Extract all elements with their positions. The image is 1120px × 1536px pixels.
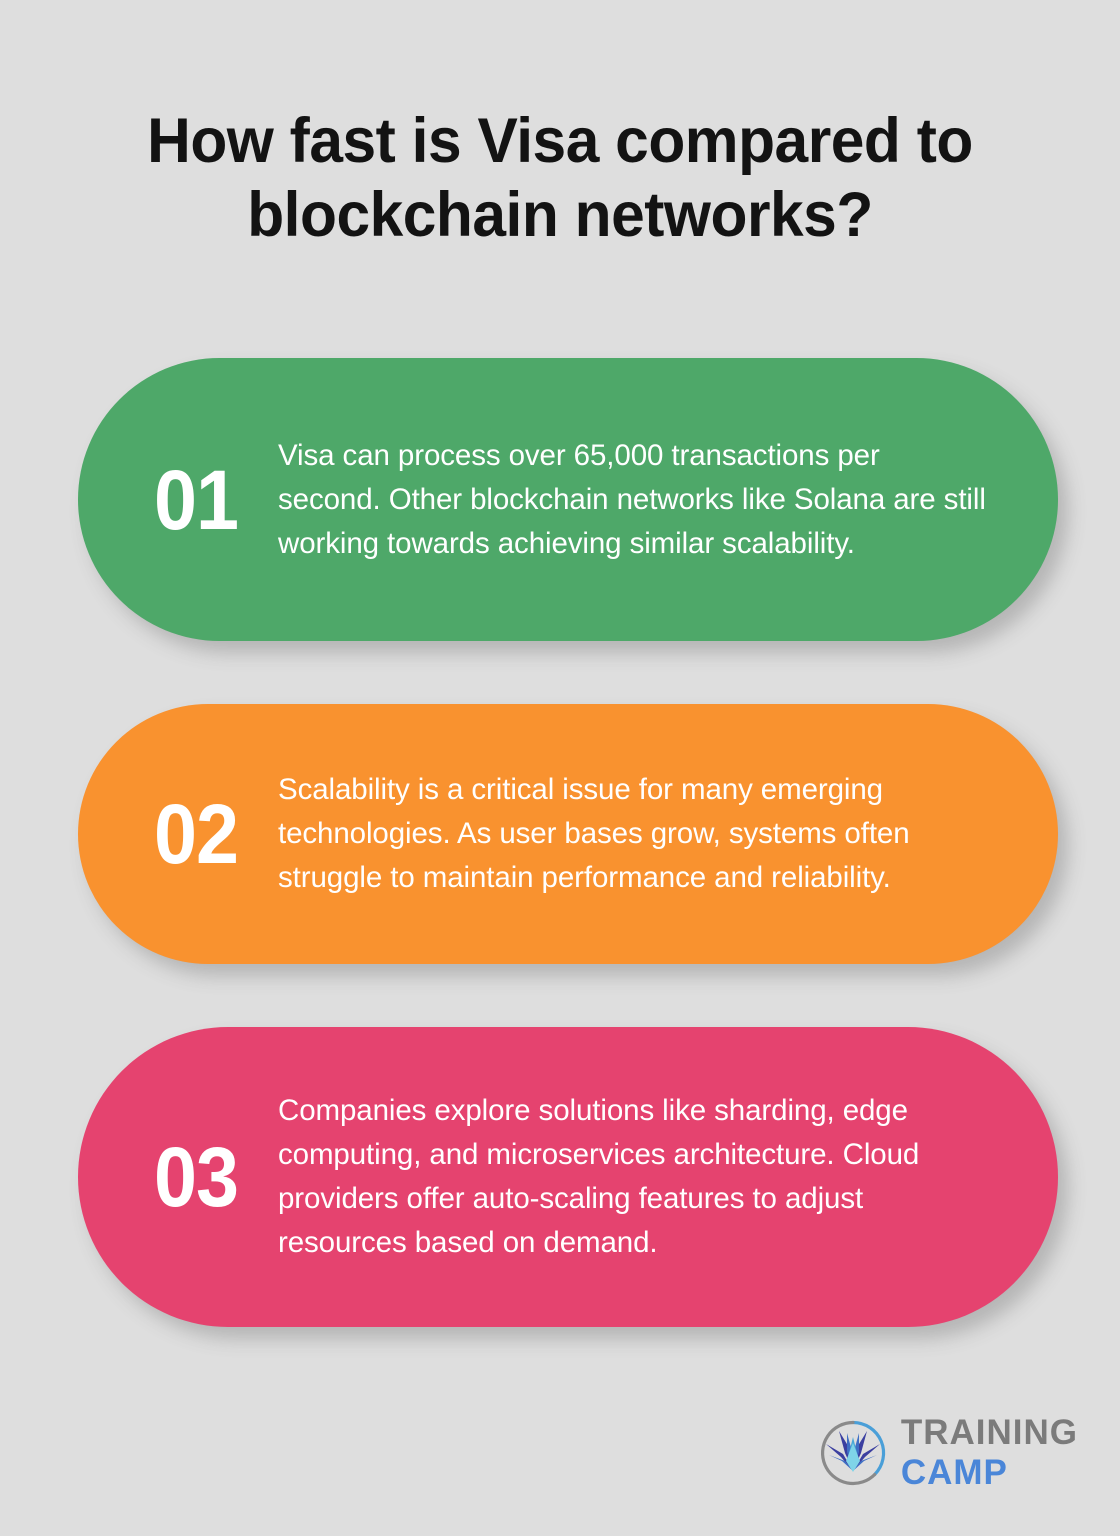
card-number-02: 02 [153,787,239,881]
logo-word-training: TRAINING [900,1413,1078,1452]
card-number-01: 01 [153,452,239,547]
card-text-01: Visa can process over 65,000 transaction… [278,438,986,560]
card-item-03: 03 Companies explore solutions like shar… [78,1027,1058,1327]
card-item-02: 02 Scalability is a critical issue for m… [78,704,1058,964]
card-text-03: Companies explore solutions like shardin… [278,1094,920,1259]
page-title: How fast is Visa compared to blockchain … [147,106,973,250]
lotus-star-emblem-icon [819,1419,887,1487]
card-item-01: 01 Visa can process over 65,000 transact… [78,358,1058,641]
card-number-03: 03 [153,1130,239,1224]
card-text-02: Scalability is a critical issue for many… [278,773,910,894]
logo-word-camp: CAMP [900,1453,1008,1492]
training-camp-logo: TRAINING CAMP [819,1415,1078,1490]
page-title-block: How fast is Visa compared to blockchain … [0,104,1120,252]
card-list: 01 Visa can process over 65,000 transact… [78,358,1058,1327]
logo-wordmark: TRAINING CAMP [901,1415,1078,1490]
